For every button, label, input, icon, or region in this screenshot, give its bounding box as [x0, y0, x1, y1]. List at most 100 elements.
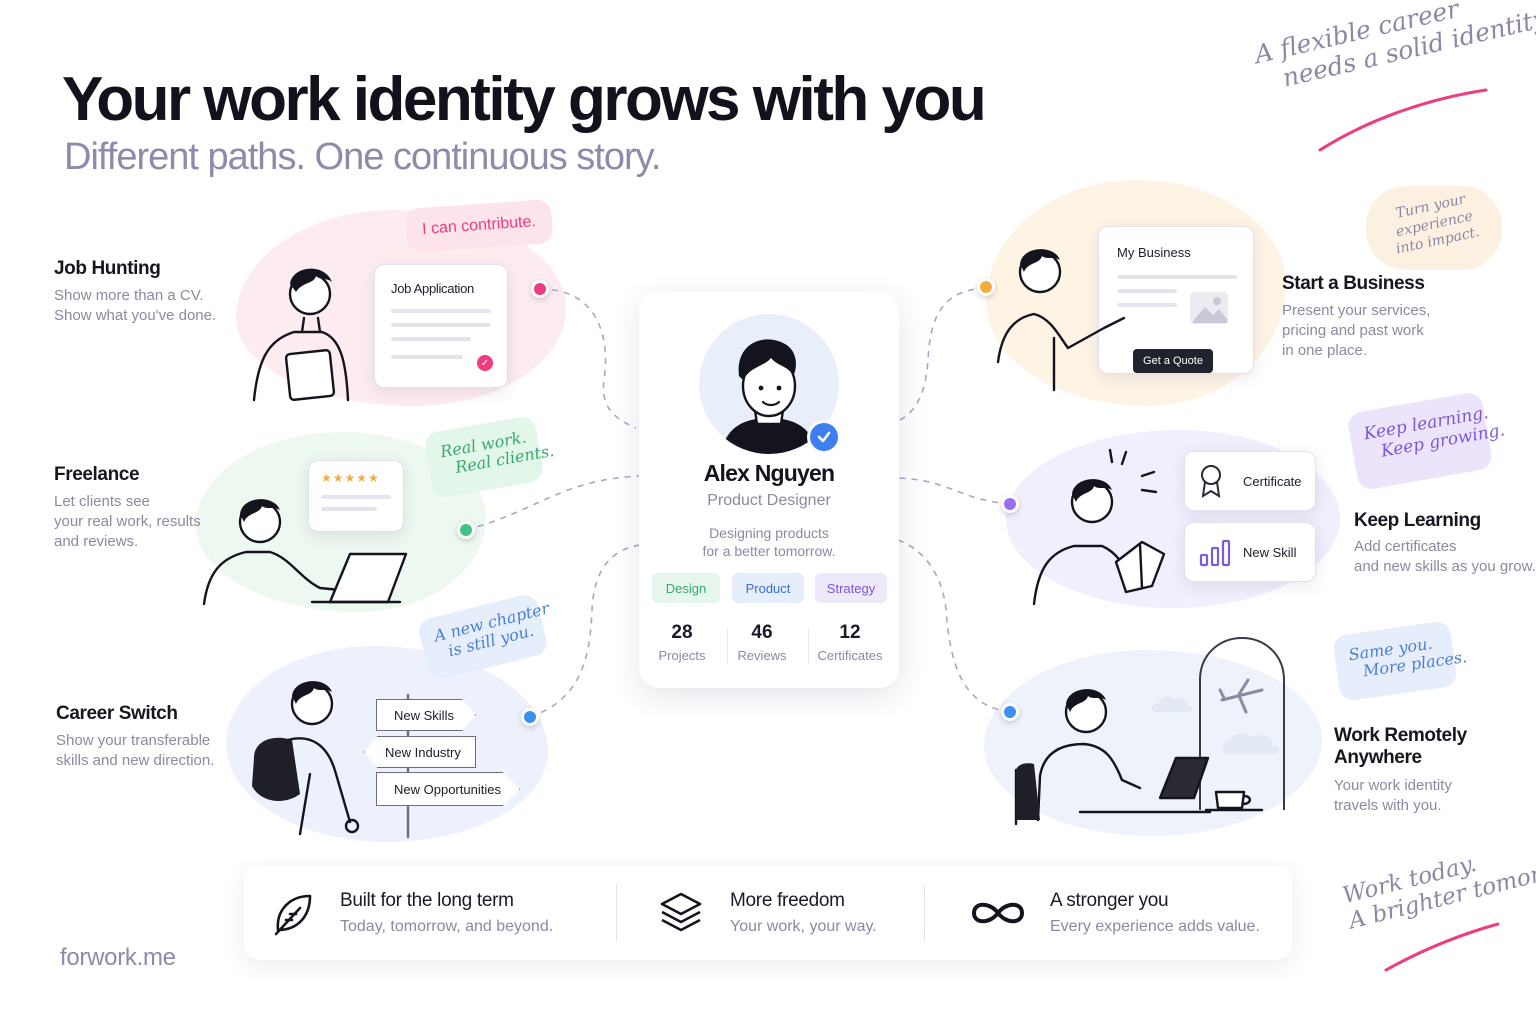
freelance-desc: Let clients see your real work, results … [54, 492, 201, 552]
page-title: Your work identity grows with you [62, 65, 987, 134]
stat-value: 12 [839, 622, 861, 643]
sign-new-industry: New Industry [364, 736, 476, 768]
rating-stars: ★★★★★ [321, 471, 380, 485]
desc-line: and new skills as you grow. [1354, 558, 1536, 575]
career-switch-title: Career Switch [56, 703, 178, 724]
review-card: ★★★★★ [308, 460, 404, 532]
remote-title: Work Remotely Anywhere [1334, 725, 1467, 769]
profile-tagline: Designing products for a better tomorrow… [639, 524, 899, 560]
avatar-illustration [721, 339, 817, 454]
certificate-label: Certificate [1243, 474, 1302, 489]
person-freelance [202, 499, 408, 606]
note-underline-top [1318, 88, 1488, 152]
bubble-text: I can contribute. [421, 212, 537, 238]
brand-logo-text[interactable]: forwork.me [60, 944, 176, 971]
footer-divider [616, 884, 617, 942]
airplane-icon [1218, 678, 1264, 714]
leaf-icon [274, 894, 312, 936]
new-skill-card[interactable]: New Skill [1184, 522, 1316, 582]
stat-divider [727, 628, 728, 664]
desc-line: Show more than a CV. [54, 287, 204, 304]
page-subtitle: Different paths. One continuous story. [64, 136, 661, 178]
stat-label: Certificates [817, 648, 883, 663]
business-title: Start a Business [1282, 273, 1425, 294]
learning-title: Keep Learning [1354, 510, 1481, 531]
note-underline-bottom [1384, 922, 1500, 972]
connector-job-hunting [539, 288, 637, 429]
profile-role: Product Designer [707, 492, 831, 509]
stat-value: 28 [671, 622, 693, 643]
remote-desc: Your work identity travels with you. [1334, 776, 1452, 816]
tagline-line: for a better tomorrow. [702, 543, 836, 559]
check-icon: ✓ [477, 355, 493, 371]
my-business-label: My Business [1117, 245, 1191, 260]
cloud-icon [1222, 733, 1280, 754]
my-business-card[interactable]: My Business Get a Quote [1098, 226, 1254, 374]
certificate-card[interactable]: Certificate [1184, 451, 1316, 511]
sign-new-skills: New Skills [376, 699, 476, 731]
connector-business [899, 287, 987, 421]
connector-remote [897, 539, 1011, 713]
stat-label: Projects [658, 648, 706, 663]
desc-line: Add certificates [1354, 538, 1457, 555]
tag-design[interactable]: Design [652, 573, 720, 603]
bar-chart-icon [1199, 539, 1231, 567]
award-icon [1201, 465, 1221, 498]
desc-line: skills and new direction. [56, 752, 215, 769]
benefit-title: More freedom [730, 890, 845, 911]
dot-orange [977, 278, 995, 296]
desc-line: Present your services, [1282, 302, 1431, 319]
benefit-desc: Today, tomorrow, and beyond. [340, 918, 554, 935]
benefit-title: A stronger you [1050, 890, 1169, 911]
learning-desc: Add certificates and new skills as you g… [1354, 537, 1536, 577]
desc-line: Let clients see [54, 493, 150, 510]
connector-freelance [465, 475, 641, 531]
profile-card[interactable]: Alex Nguyen Product Designer Designing p… [639, 292, 899, 688]
stat-projects: 28 Projects [642, 622, 722, 663]
verified-check-icon [807, 420, 841, 454]
person-career-switch [252, 681, 360, 836]
benefit-stronger-you: A stronger you Every experience adds val… [1050, 890, 1260, 936]
dot-pink [531, 280, 549, 298]
stat-certificates: 12 Certificates [810, 622, 890, 663]
job-application-card[interactable]: Job Application ✓ [374, 264, 508, 388]
top-note-blob [1366, 186, 1502, 270]
benefit-more-freedom: More freedom Your work, your way. [730, 890, 877, 936]
tag-strategy[interactable]: Strategy [815, 573, 887, 603]
new-skill-label: New Skill [1243, 545, 1297, 560]
infinity-icon [971, 902, 1025, 924]
connector-learning [897, 477, 1011, 505]
desc-line: your real work, results [54, 513, 201, 530]
desc-line: Show what you've done. [54, 307, 217, 324]
benefits-bar: Built for the long term Today, tomorrow,… [244, 866, 1292, 960]
profile-name: Alex Nguyen [703, 460, 835, 486]
tagline-line: Designing products [709, 525, 829, 541]
stat-value: 46 [751, 622, 773, 643]
dot-blue-right [1001, 703, 1019, 721]
title-line: Work Remotely [1334, 725, 1467, 746]
window-arch [1199, 636, 1285, 810]
desc-line: in one place. [1282, 342, 1368, 359]
career-switch-desc: Show your transferable skills and new di… [56, 731, 214, 771]
dot-purple [1001, 495, 1019, 513]
desc-line: travels with you. [1334, 797, 1442, 814]
job-hunting-title: Job Hunting [54, 258, 161, 279]
benefit-long-term: Built for the long term Today, tomorrow,… [340, 890, 553, 936]
title-line: Anywhere [1334, 747, 1422, 768]
desc-line: and reviews. [54, 533, 139, 550]
person-job-hunting [252, 268, 350, 402]
layers-icon [660, 892, 702, 932]
desc-line: pricing and past work [1282, 322, 1424, 339]
person-learning [1032, 448, 1166, 606]
dot-blue-left [521, 708, 539, 726]
footer-divider [924, 884, 925, 942]
dot-green [457, 521, 475, 539]
freelance-title: Freelance [54, 464, 140, 485]
benefit-desc: Every experience adds value. [1050, 918, 1260, 935]
stat-divider [808, 628, 809, 664]
get-a-quote-button[interactable]: Get a Quote [1133, 349, 1213, 373]
stat-reviews: 46 Reviews [722, 622, 802, 663]
job-hunting-desc: Show more than a CV. Show what you've do… [54, 286, 216, 326]
tag-product[interactable]: Product [732, 573, 804, 603]
